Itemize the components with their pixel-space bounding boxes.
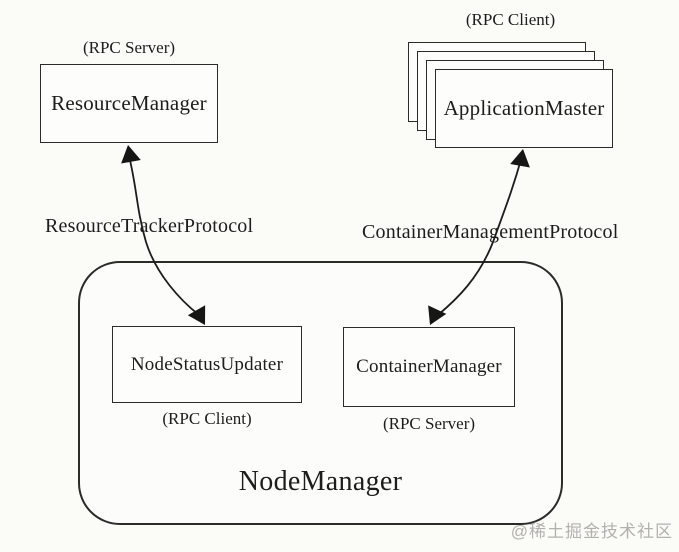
node-manager-label: NodeManager <box>238 466 403 497</box>
arrowhead-up-icon <box>121 145 141 164</box>
arrowhead-up-icon <box>510 149 530 168</box>
resource-manager-box: ResourceManager <box>40 64 218 143</box>
node-status-updater-rpc-annotation: (RPC Client) <box>162 409 252 428</box>
application-master-box: ApplicationMaster <box>435 69 613 148</box>
container-manager-label: ContainerManager <box>356 356 502 377</box>
container-manager-box: ContainerManager <box>343 327 515 407</box>
application-master-rpc-annotation: (RPC Client) <box>465 10 556 29</box>
container-management-protocol-label: ContainerManagementProtocol <box>362 221 619 243</box>
resource-manager-rpc-annotation: (RPC Server) <box>82 38 176 57</box>
resource-manager-label: ResourceManager <box>51 91 207 115</box>
node-status-updater-box: NodeStatusUpdater <box>112 326 302 403</box>
watermark: @稀土掘金技术社区 <box>510 522 673 541</box>
application-master-label: ApplicationMaster <box>443 96 605 120</box>
resource-tracker-protocol-label: ResourceTrackerProtocol <box>45 215 254 237</box>
node-status-updater-label: NodeStatusUpdater <box>130 353 284 375</box>
container-manager-rpc-annotation: (RPC Server) <box>382 414 476 433</box>
